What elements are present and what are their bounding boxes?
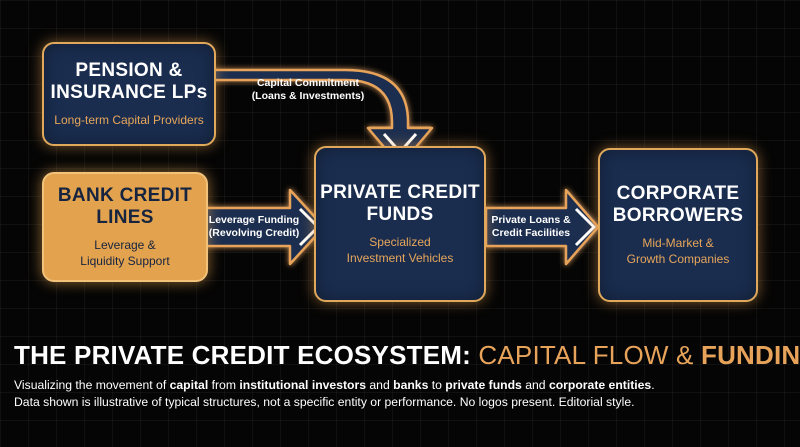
title-part-accent-bold: FUNDING [701,340,800,370]
bank-credit-node: BANK CREDIT LINES Leverage & Liquidity S… [42,172,208,282]
corporate-subtitle-line2: Growth Companies [626,252,730,266]
caption-emphasis: corporate entities [548,378,652,392]
bank-title-line2: LINES [96,207,154,228]
corporate-subtitle: Mid-Market & Growth Companies [627,235,730,267]
funds-title-line2: FUNDS [366,204,434,225]
pension-insurance-node: PENSION & INSURANCE LPs Long-term Capita… [42,42,216,146]
caption-emphasis: banks [393,378,429,392]
bank-subtitle-line2: Liquidity Support [80,254,170,268]
corporate-title-line2: BORROWERS [612,205,744,226]
bank-title-line1: BANK CREDIT [57,185,193,206]
funds-subtitle-line1: Specialized [369,235,431,249]
title-part-accent: CAPITAL FLOW & [478,340,701,370]
private-loans-line2: Credit Facilities [491,227,571,239]
private-loans-arrow [484,188,600,266]
funds-subtitle: Specialized Investment Vehicles [347,234,454,266]
pension-title-line2: INSURANCE LPs [50,82,208,103]
caption-text: and [521,378,549,392]
caption-emphasis: institutional investors [239,378,367,392]
corporate-title: CORPORATE BORROWERS [613,183,743,227]
pension-title: PENSION & INSURANCE LPs [51,60,208,104]
caption-text: and [366,378,394,392]
caption-text: . [651,378,655,392]
caption-line1: Visualizing the movement of capital from… [14,377,794,394]
corporate-title-line1: CORPORATE [616,183,740,204]
corporate-borrowers-node: CORPORATE BORROWERS Mid-Market & Growth … [598,148,758,302]
capital-commitment-line1: Capital Commitment [256,77,360,89]
private-loans-label: Private Loans & Credit Facilities [488,214,574,240]
funds-title: PRIVATE CREDIT FUNDS [320,182,480,226]
bank-title: BANK CREDIT LINES [58,185,192,229]
capital-commitment-line2: (Loans & Investments) [251,90,365,102]
caption-emphasis: private funds [445,378,522,392]
private-credit-funds-node: PRIVATE CREDIT FUNDS Specialized Investm… [314,146,486,302]
funds-title-line1: PRIVATE CREDIT [320,182,480,203]
caption: Visualizing the movement of capital from… [14,377,794,411]
leverage-funding-line1: Leverage Funding [208,214,300,226]
caption-text: Visualizing the movement of [14,378,170,392]
caption-text: to [428,378,446,392]
leverage-funding-label: Leverage Funding (Revolving Credit) [208,214,300,240]
bank-subtitle: Leverage & Liquidity Support [80,237,169,269]
bank-subtitle-line1: Leverage & [94,238,156,252]
pension-subtitle: Long-term Capital Providers [54,113,204,127]
private-loans-line1: Private Loans & [491,214,571,226]
funds-subtitle-line2: Investment Vehicles [346,251,454,265]
leverage-funding-arrow [204,188,326,266]
caption-text: from [208,378,240,392]
title-part-main: THE PRIVATE CREDIT ECOSYSTEM: [14,340,479,370]
page-title: THE PRIVATE CREDIT ECOSYSTEM: CAPITAL FL… [14,340,800,371]
caption-line2: Data shown is illustrative of typical st… [14,395,635,409]
caption-emphasis: capital [169,378,209,392]
leverage-funding-line2: (Revolving Credit) [208,227,300,239]
pension-title-line1: PENSION & [75,60,183,81]
corporate-subtitle-line1: Mid-Market & [642,236,714,250]
capital-commitment-label: Capital Commitment (Loans & Investments) [238,77,378,103]
